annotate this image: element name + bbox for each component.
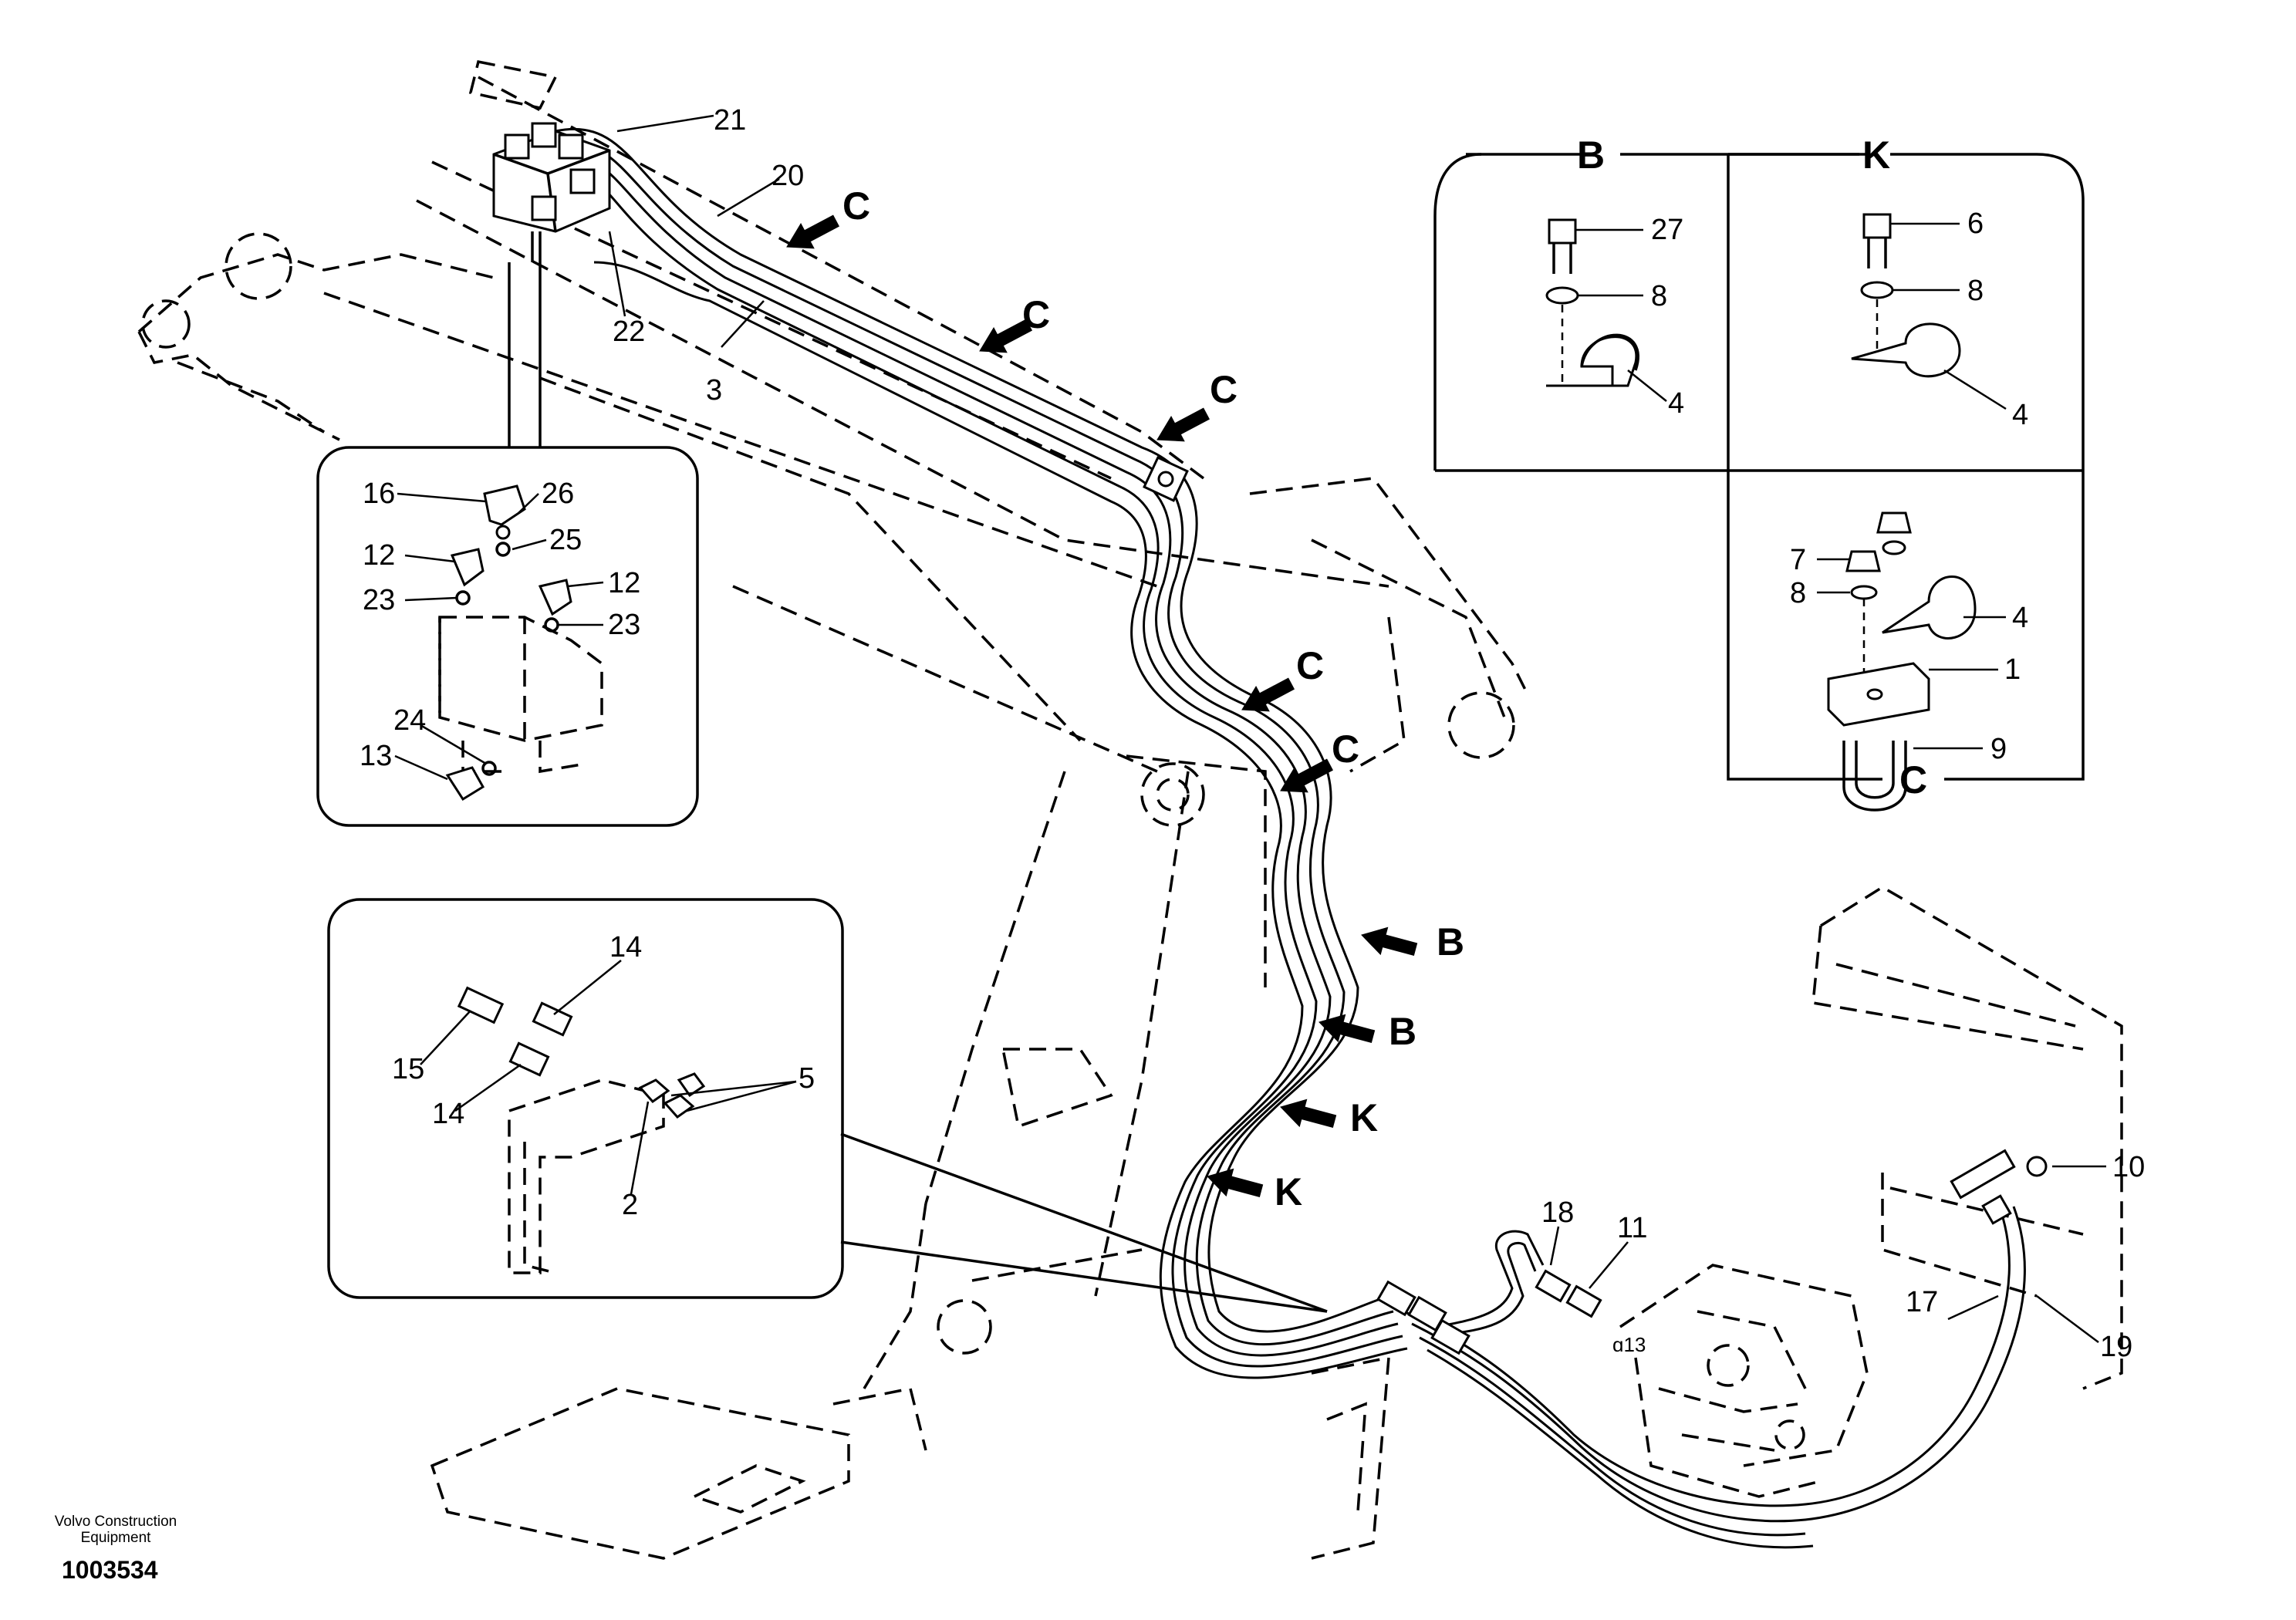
detail-frame xyxy=(1433,153,2085,781)
hose-bundle xyxy=(555,127,2026,1549)
valve-inset xyxy=(316,262,699,827)
section-arrow-icon xyxy=(1207,1168,1264,1197)
section-arrow-icon xyxy=(786,214,840,249)
brand-line-2: Equipment xyxy=(81,1530,152,1546)
pump-fittings xyxy=(1376,1149,2048,1355)
section-arrow-icon xyxy=(1280,758,1334,793)
callout-10: 10 xyxy=(2112,1151,2145,1183)
detail-view-titles: B K C xyxy=(1577,133,1927,802)
arrow-letter-k: K xyxy=(1350,1096,1378,1139)
detail-b-labels: 27 8 4 xyxy=(1651,214,1684,420)
callout-15: 15 xyxy=(392,1053,424,1085)
section-arrows xyxy=(786,214,1418,1197)
callout-2: 2 xyxy=(622,1189,638,1221)
callout-8: 8 xyxy=(1651,280,1667,312)
detail-title-k: K xyxy=(1862,133,1890,177)
callout-24: 24 xyxy=(393,704,426,737)
callout-12: 12 xyxy=(363,539,395,572)
section-arrow-icon xyxy=(1280,1099,1337,1128)
section-arrow-icon xyxy=(979,319,1033,353)
boom-outline xyxy=(137,59,1529,1560)
callout-19: 19 xyxy=(2100,1331,2132,1363)
callout-25: 25 xyxy=(549,524,582,556)
callout-1: 1 xyxy=(2004,653,2021,686)
cab-outline xyxy=(1811,885,2123,1390)
callout-13: 13 xyxy=(360,740,392,772)
callout-20: 20 xyxy=(772,160,804,192)
callout-18: 18 xyxy=(1541,1196,1574,1229)
callout-4: 4 xyxy=(2012,399,2028,431)
footer: Volvo Construction Equipment 1003534 xyxy=(55,1514,177,1584)
pump-mark-text: ɑ13 xyxy=(1612,1333,1646,1356)
callout-23: 23 xyxy=(608,609,640,641)
section-arrow-icon xyxy=(1361,926,1418,956)
leader-lines xyxy=(394,114,2106,1343)
section-arrow-icon xyxy=(1241,677,1295,712)
callout-9: 9 xyxy=(1990,733,2007,765)
callout-12: 12 xyxy=(608,567,640,599)
callout-11: 11 xyxy=(1617,1212,1647,1244)
arrow-letter-b: B xyxy=(1389,1010,1416,1053)
detail-c-parts xyxy=(1827,511,1977,812)
section-arrow-icon xyxy=(1319,1014,1376,1043)
valve-inset-labels: 16 26 25 12 12 23 23 24 13 xyxy=(360,478,640,772)
callout-22: 22 xyxy=(613,316,645,348)
callout-23: 23 xyxy=(363,584,395,616)
arrow-marker-letters: C C C C C B B K K xyxy=(842,184,1464,1213)
detail-c-labels: 7 8 4 1 9 xyxy=(1790,544,2028,765)
callout-21: 21 xyxy=(714,104,746,137)
arrow-letter-b: B xyxy=(1437,920,1464,964)
detail-k-parts xyxy=(1851,213,1961,378)
callout-3: 3 xyxy=(706,374,722,407)
callout-5: 5 xyxy=(799,1062,815,1095)
section-arrow-icon xyxy=(1156,407,1210,442)
detail-title-c: C xyxy=(1899,758,1927,802)
callout-17: 17 xyxy=(1906,1286,1938,1318)
detail-title-b: B xyxy=(1577,133,1605,177)
callout-8: 8 xyxy=(1790,577,1806,609)
callout-4: 4 xyxy=(2012,602,2028,634)
arrow-letter-k: K xyxy=(1275,1170,1302,1213)
arrow-letter-c: C xyxy=(842,184,870,228)
detail-k-labels: 6 8 4 xyxy=(1967,208,2028,431)
callout-7: 7 xyxy=(1790,544,1806,576)
pump-block: ɑ13 xyxy=(1612,1264,1869,1498)
callout-6: 6 xyxy=(1967,208,1984,240)
arrow-letter-c: C xyxy=(1022,293,1050,336)
main-labels: 21 20 22 3 18 11 10 17 19 xyxy=(613,104,2145,1363)
brand-line-1: Volvo Construction xyxy=(55,1514,177,1530)
fitting-inset-labels: 14 15 14 5 2 xyxy=(392,931,815,1221)
detail-b-parts xyxy=(1545,218,1639,387)
callout-27: 27 xyxy=(1651,214,1683,246)
callout-4: 4 xyxy=(1668,387,1684,420)
callout-8: 8 xyxy=(1967,275,1984,307)
drawing-number: 1003534 xyxy=(62,1556,158,1584)
arrow-letter-c: C xyxy=(1296,644,1324,687)
valve-block xyxy=(492,122,611,262)
fitting-inset xyxy=(327,898,1328,1313)
callout-26: 26 xyxy=(542,478,574,510)
arrow-letter-c: C xyxy=(1332,727,1359,771)
callout-14: 14 xyxy=(432,1098,464,1130)
callout-14: 14 xyxy=(609,931,642,964)
callout-16: 16 xyxy=(363,478,395,510)
arrow-letter-c: C xyxy=(1210,368,1237,411)
